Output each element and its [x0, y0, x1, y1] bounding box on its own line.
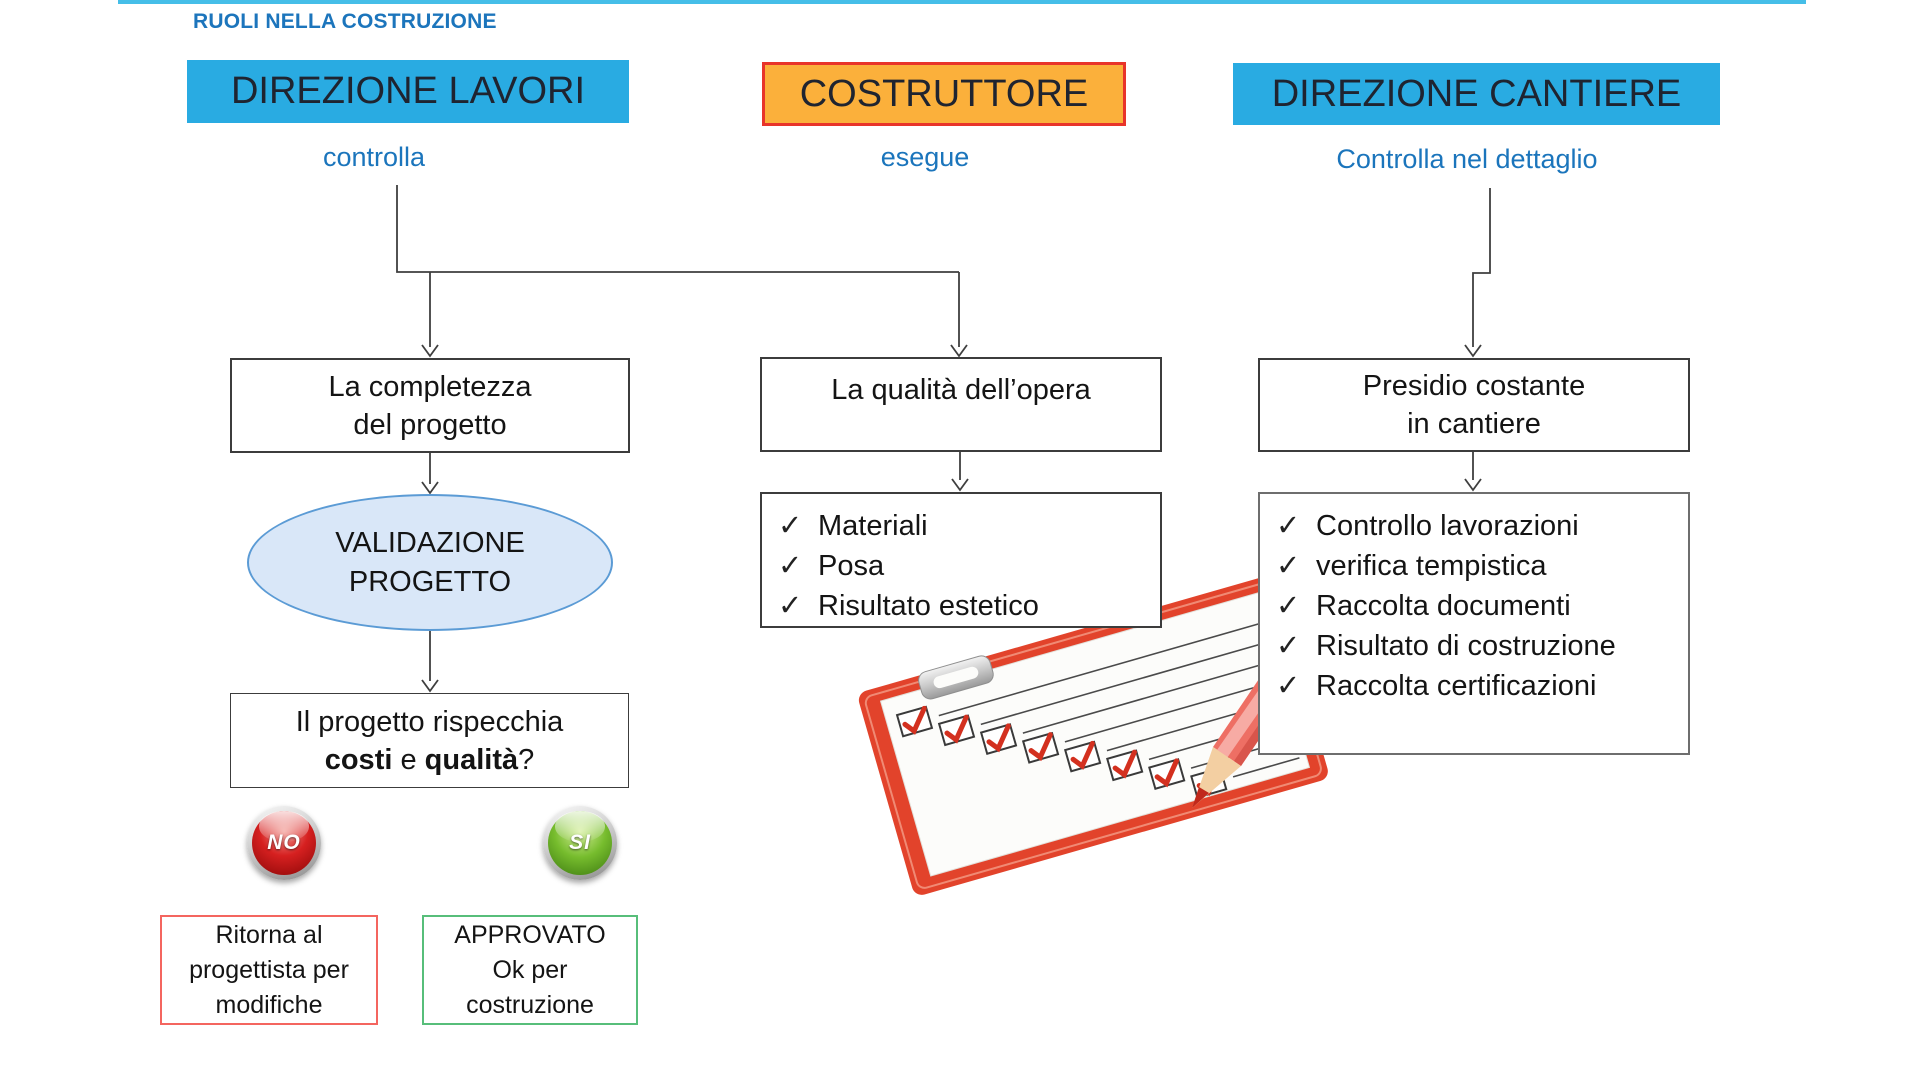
ritorna-line3: modifiche — [215, 990, 323, 1019]
ritorna-line2: progettista per — [189, 955, 349, 984]
item-posa: Posa — [818, 550, 885, 582]
decisione-costi: costi — [324, 743, 393, 776]
item-controllo-lavorazioni: Controllo lavorazioni — [1316, 510, 1579, 542]
item-risultato-estetico: Risultato estetico — [818, 590, 1039, 622]
list-item: ✓ Risultato estetico — [778, 586, 1160, 626]
header-costruttore: COSTRUTTORE — [762, 62, 1126, 126]
decisione-line2: costi e qualità? — [325, 741, 535, 779]
validazione-line1: VALIDAZIONE — [335, 526, 525, 559]
checkmark-icon: ✓ — [1276, 510, 1301, 542]
arrowhead-presidio — [1464, 344, 1482, 358]
item-risultato-costruzione: Risultato di costruzione — [1316, 630, 1616, 662]
header-direzione-lavori: DIREZIONE LAVORI — [187, 60, 629, 123]
list-item: ✓ Controllo lavorazioni — [1276, 506, 1688, 546]
checkmark-icon: ✓ — [778, 510, 803, 542]
box-decisione-costi-qualita: Il progetto rispecchia costi e qualità? — [230, 693, 629, 788]
presidio-line2: in cantiere — [1407, 408, 1541, 440]
checkmark-icon: ✓ — [778, 550, 803, 582]
clipboard-red-checks — [902, 705, 1222, 797]
header-direzione-cantiere-label: DIREZIONE CANTIERE — [1271, 72, 1682, 115]
approvato-line1: APPROVATO — [454, 920, 606, 949]
decisione-qualita: qualità — [424, 743, 519, 776]
list-item: ✓ Materiali — [778, 506, 1160, 546]
arrowhead-completezza — [421, 344, 439, 358]
list-item: ✓ Risultato di costruzione — [1276, 626, 1688, 666]
arrowhead-decisione — [421, 679, 439, 693]
item-materiali: Materiali — [818, 510, 928, 542]
decisione-line1: Il progetto rispecchia — [295, 705, 564, 738]
no-button: NO — [247, 806, 321, 880]
arrowhead-qualita — [950, 344, 968, 358]
checkmark-icon: ✓ — [1276, 630, 1301, 662]
connector-lavori-branch — [396, 185, 959, 273]
ellipse-validazione-progetto: VALIDAZIONE PROGETTO — [247, 494, 613, 631]
action-controlla-dettaglio: Controlla nel dettaglio — [1336, 144, 1598, 174]
connector-cantiere — [1472, 188, 1491, 347]
completezza-line2: del progetto — [353, 408, 507, 441]
no-button-label: NO — [267, 831, 301, 854]
clipboard-checkboxes — [895, 705, 1228, 799]
list-item: ✓ Raccolta certificazioni — [1276, 666, 1688, 706]
item-raccolta-documenti: Raccolta documenti — [1316, 590, 1571, 622]
checklist-direzione-cantiere: ✓ Controllo lavorazioni ✓ verifica tempi… — [1258, 492, 1690, 755]
approvato-line3: costruzione — [466, 990, 594, 1019]
decisione-sep: e — [392, 743, 425, 776]
decisione-qmark: ? — [518, 743, 535, 776]
checkmark-icon: ✓ — [778, 590, 803, 622]
arrowhead-checklist-opera — [951, 478, 969, 492]
box-completezza-progetto: La completezza del progetto — [230, 358, 630, 453]
item-raccolta-certificazioni: Raccolta certificazioni — [1316, 670, 1597, 702]
action-esegue: esegue — [880, 142, 970, 172]
header-direzione-cantiere: DIREZIONE CANTIERE — [1233, 63, 1720, 125]
clipboard-ruled-lines — [938, 622, 1300, 778]
action-controlla: controlla — [322, 142, 426, 172]
page-title: RUOLI NELLA COSTRUZIONE — [193, 10, 497, 33]
clipboard-clip — [918, 655, 994, 700]
checkmark-icon: ✓ — [1276, 670, 1301, 702]
box-presidio-costante: Presidio costante in cantiere — [1258, 358, 1690, 452]
arrowhead-checklist-cantiere — [1464, 478, 1482, 492]
list-item: ✓ Raccolta documenti — [1276, 586, 1688, 626]
validazione-line2: PROGETTO — [348, 565, 512, 598]
approvato-line2: Ok per — [492, 955, 568, 984]
completezza-line1: La completezza — [328, 370, 532, 403]
header-direzione-lavori-label: DIREZIONE LAVORI — [230, 70, 586, 112]
item-verifica-tempistica: verifica tempistica — [1316, 550, 1547, 582]
slide-top-border — [118, 0, 1806, 4]
si-button-gloss — [554, 811, 606, 843]
ritorna-line1: Ritorna al — [215, 920, 323, 949]
no-button-gloss — [258, 811, 310, 843]
presidio-line1: Presidio costante — [1362, 370, 1586, 402]
list-item: ✓ verifica tempistica — [1276, 546, 1688, 586]
box-ritorna-progettista: Ritorna al progettista per modifiche — [160, 915, 378, 1025]
checkmark-icon: ✓ — [1276, 550, 1301, 582]
list-item: ✓ Posa — [778, 546, 1160, 586]
checklist-qualita-opera: ✓ Materiali ✓ Posa ✓ Risultato estetico — [760, 492, 1162, 628]
qualita-opera-label: La qualità dell’opera — [831, 374, 1091, 406]
clipboard-paper — [879, 591, 1311, 877]
header-costruttore-label: COSTRUTTORE — [799, 72, 1089, 115]
si-button-label: SI — [569, 831, 591, 854]
si-button: SI — [543, 806, 617, 880]
arrowhead-validazione — [421, 481, 439, 495]
box-qualita-opera: La qualità dell’opera — [760, 357, 1162, 452]
box-approvato: APPROVATO Ok per costruzione — [422, 915, 638, 1025]
checkmark-icon: ✓ — [1276, 590, 1301, 622]
